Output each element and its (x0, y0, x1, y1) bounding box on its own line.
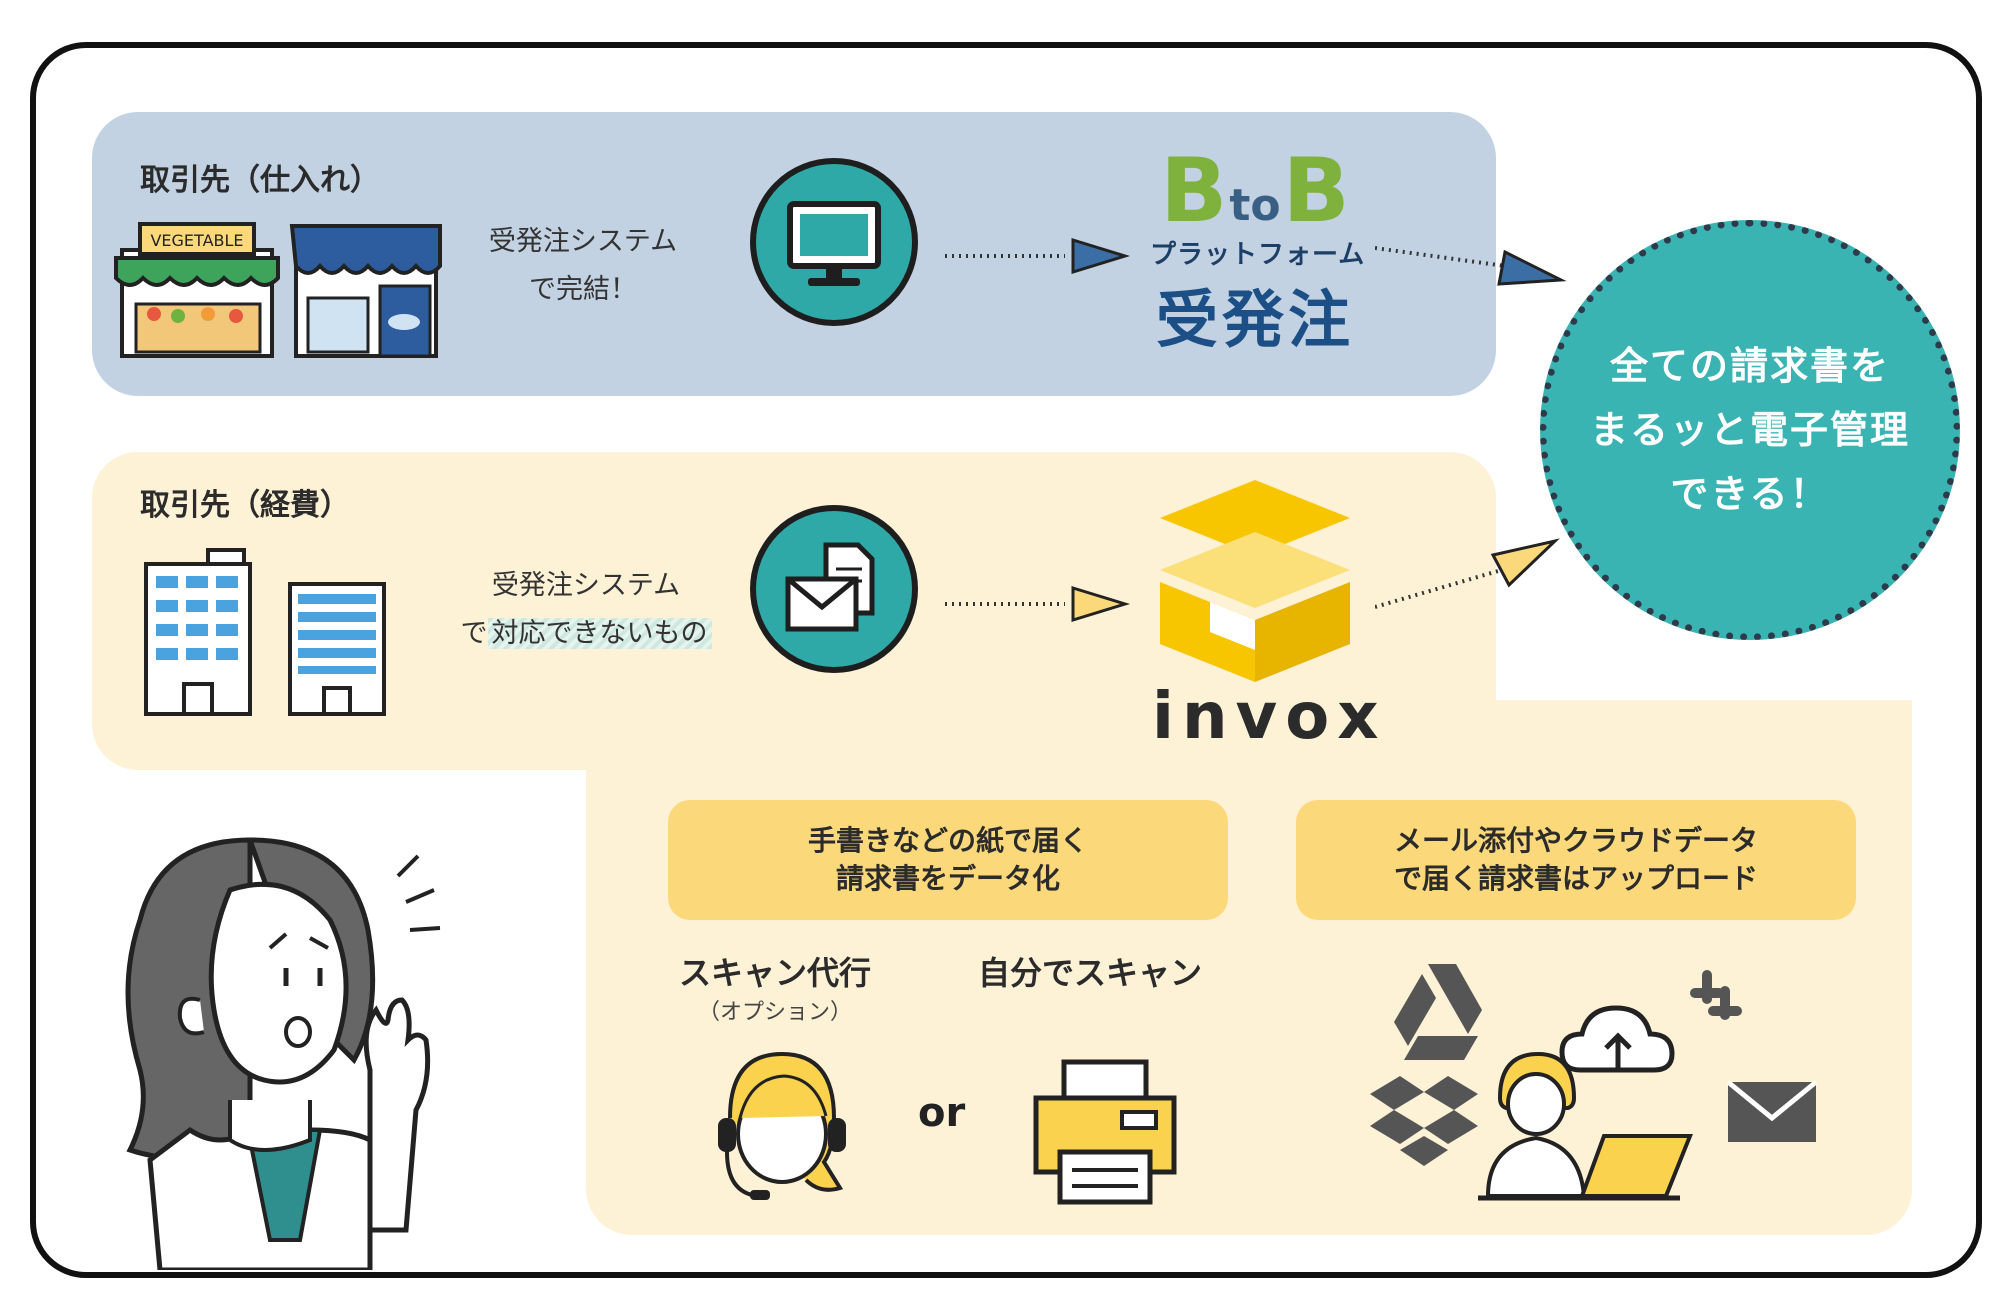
paper-invoice-box: 手書きなどの紙で届く 請求書をデータ化 (668, 800, 1228, 920)
scan-service-option: スキャン代行 （オプション） (660, 948, 890, 1026)
surprised-woman-illustration (125, 837, 441, 1270)
digital-box-line1: メール添付やクラウドデータ (1393, 824, 1758, 857)
b2b-logo-middle: プラットフォーム (1150, 240, 1366, 270)
result-line1: 全ての請求書を (1609, 344, 1890, 388)
result-line3: できる！ (1670, 472, 1830, 516)
paper-box-line1: 手書きなどの紙で届く (807, 824, 1088, 857)
supplier-label: 取引先（仕入れ） (140, 163, 380, 198)
office-building-icon (144, 548, 386, 716)
mail-document-icon-circle (750, 505, 918, 673)
laptop-user-icon (1478, 1051, 1693, 1201)
b2b-logo-top: B to B (1150, 139, 1360, 242)
scan-service-title: スキャン代行 (678, 954, 871, 992)
printer-icon (1033, 1059, 1177, 1205)
expense-note-prefix: で (460, 618, 488, 649)
b2b-logo-b2: B (1282, 139, 1350, 242)
fish-shop-icon (289, 224, 442, 358)
dropbox-icon (1370, 1076, 1478, 1166)
monitor-icon-circle (750, 158, 918, 326)
digital-invoice-box: メール添付やクラウドデータ で届く請求書はアップロード (1296, 800, 1856, 920)
cloud-upload-icon (1559, 1005, 1675, 1073)
arrow-b2b-to-result (1375, 246, 1567, 286)
arrow-invox-to-result (1375, 538, 1560, 609)
self-scan-title: 自分でスキャン (978, 954, 1203, 992)
expense-note-highlight: 対応できないもの (487, 618, 712, 649)
b2b-logo-to: to (1229, 180, 1281, 231)
b2b-logo: B to B プラットフォーム 受発注 (1150, 139, 1366, 359)
vegetable-shop-icon: VEGETABLE (114, 222, 280, 358)
operator-headset-icon (718, 1051, 846, 1200)
shops-illustration: VEGETABLE (114, 222, 442, 358)
paper-box-line2: 請求書をデータ化 (835, 862, 1060, 895)
invox-box-icon (1160, 480, 1350, 682)
arrow-to-invox (945, 585, 1131, 623)
invox-options-panel-corner (1380, 700, 1912, 800)
google-drive-icon (1394, 964, 1482, 1060)
supplier-note-line1: 受発注システム (488, 226, 678, 257)
b2b-logo-b1: B (1160, 139, 1228, 242)
supplier-note-line2: で完結！ (529, 274, 637, 305)
or-label: or (918, 1090, 966, 1136)
arrow-to-b2b (945, 237, 1131, 275)
upload-illustration (1370, 964, 1818, 1201)
envelope-icon (1726, 1080, 1818, 1142)
shop-sign-text: VEGETABLE (150, 231, 243, 250)
expense-note-line2: で対応できないもの (436, 610, 736, 658)
invox-logo-text: invox (1152, 680, 1387, 754)
supplier-note: 受発注システム で完結！ (468, 218, 698, 314)
mail-document-icon (785, 542, 875, 632)
scan-service-subtitle: （オプション） (697, 1000, 852, 1025)
b2b-logo-bottom: 受発注 (1155, 283, 1354, 356)
digital-box-line2: で届く請求書はアップロード (1393, 862, 1758, 895)
slack-icon (1690, 970, 1742, 1020)
monitor-icon (787, 201, 881, 286)
result-circle: 全ての請求書を まるッと電子管理 できる！ (1540, 220, 1960, 640)
expense-note-line1: 受発注システム (491, 570, 681, 601)
result-line2: まるッと電子管理 (1589, 408, 1910, 452)
expense-note: 受発注システム で対応できないもの (436, 562, 736, 658)
expense-label: 取引先（経費） (140, 488, 350, 523)
